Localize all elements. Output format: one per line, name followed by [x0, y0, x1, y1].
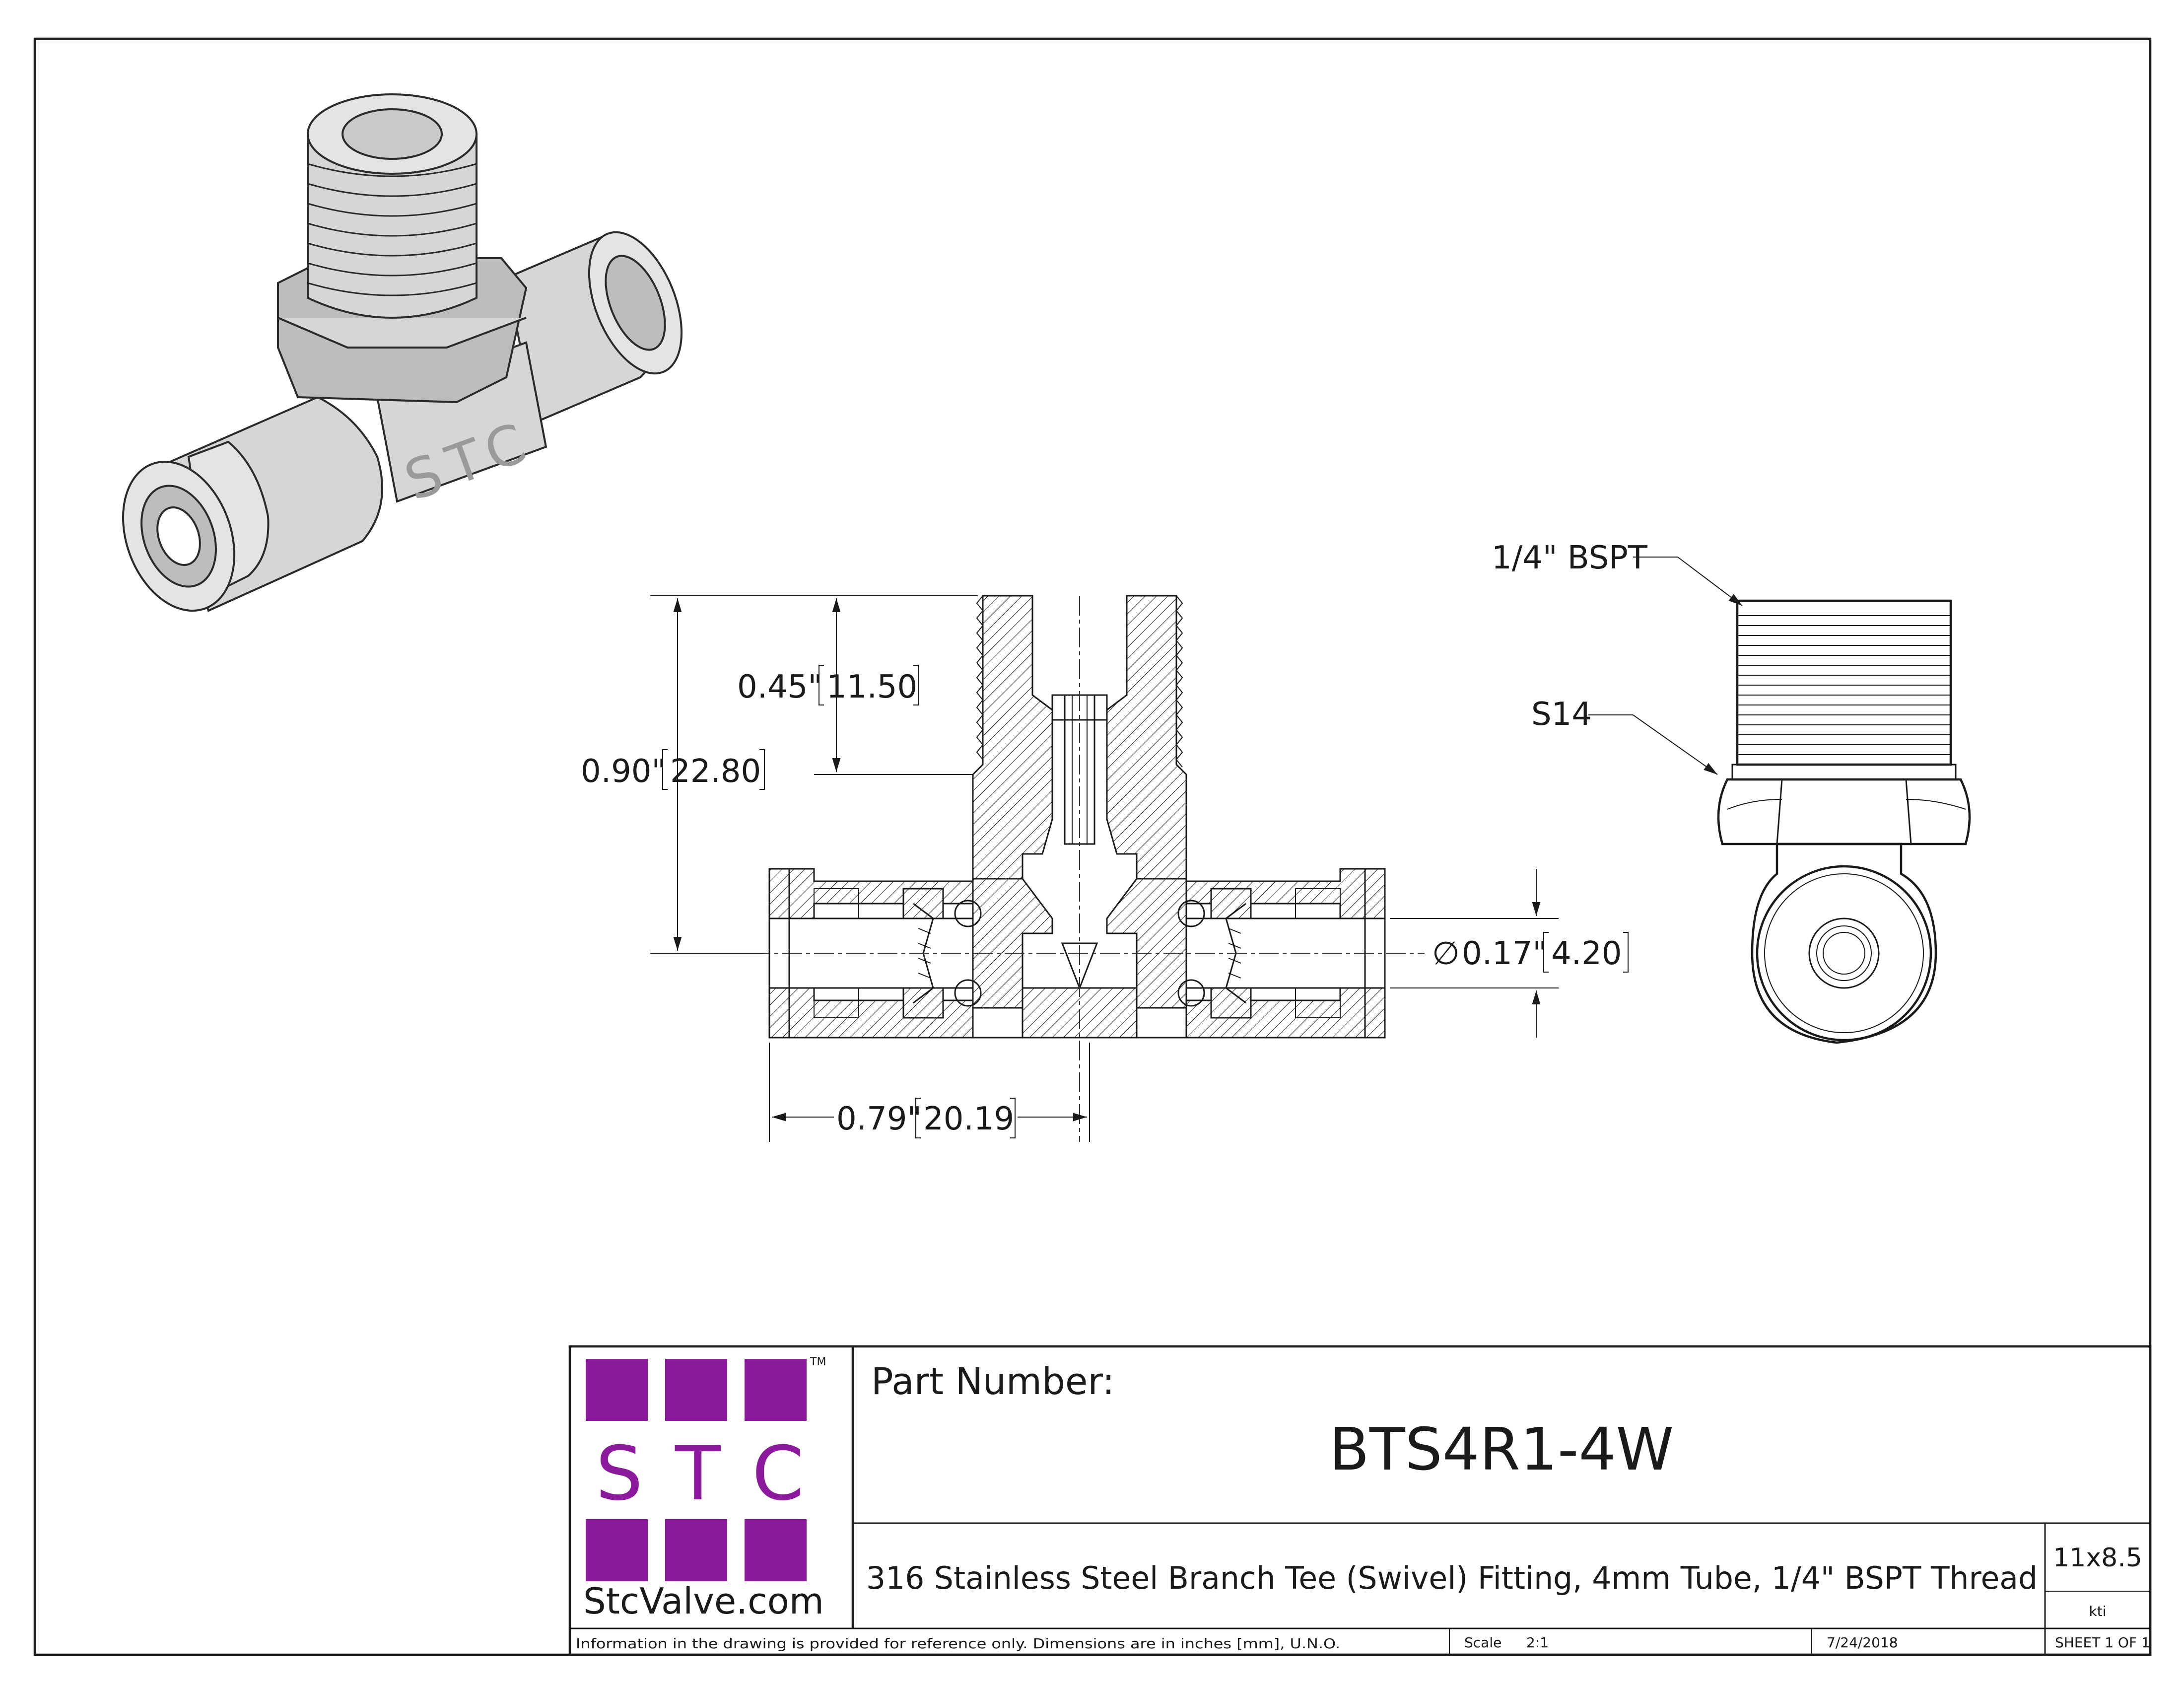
logo: S T C TM StcValve.com — [583, 1356, 826, 1622]
part-description: 316 Stainless Steel Branch Tee (Swivel) … — [866, 1560, 2038, 1596]
isometric-view: STC — [122, 93, 683, 612]
part-number-label: Part Number: — [871, 1360, 1115, 1403]
logo-square — [745, 1359, 807, 1421]
logo-square — [745, 1519, 807, 1581]
dim-thread-depth-mm: 11.50 — [826, 669, 917, 705]
scale-label: Scale — [1464, 1634, 1502, 1651]
logo-square — [665, 1519, 727, 1581]
logo-letter-c: C — [752, 1431, 804, 1517]
logo-square — [586, 1359, 648, 1421]
logo-website: StcValve.com — [583, 1580, 824, 1622]
logo-tm: TM — [810, 1356, 826, 1368]
dim-half-length-in: 0.79" — [836, 1101, 922, 1137]
drawing-date: 7/24/2018 — [1827, 1634, 1898, 1651]
logo-square — [665, 1359, 727, 1421]
part-number: BTS4R1-4W — [1329, 1415, 1674, 1483]
side-callout-thread: 1/4" BSPT — [1492, 540, 1648, 576]
thread-lines — [307, 163, 477, 296]
title-block: S T C TM StcValve.com Part Number: BTS4R… — [568, 1345, 2152, 1656]
dim-bore-dia-symbol: ∅ — [1432, 935, 1460, 972]
logo-letter-t: T — [675, 1431, 721, 1517]
side-callout-hex: S14 — [1531, 696, 1592, 733]
section-dimensions: 0.45" 11.50 0.90" 22.80 ∅ 0.17" 4.20 0.7… — [581, 595, 1629, 1142]
dim-overall-height-in: 0.90" — [581, 753, 666, 790]
disclaimer-note: Information in the drawing is provided f… — [576, 1635, 1340, 1652]
dim-bore-dia-in: 0.17" — [1462, 935, 1547, 972]
drawn-by: kti — [2089, 1603, 2107, 1619]
dim-thread-depth-in: 0.45" — [737, 669, 822, 705]
scale-value: 2:1 — [1526, 1634, 1549, 1651]
logo-square — [586, 1519, 648, 1581]
section-view — [655, 595, 1425, 1142]
dim-bore-dia-mm: 4.20 — [1551, 935, 1622, 972]
logo-letter-s: S — [596, 1431, 643, 1517]
sheet-size: 11x8.5 — [2053, 1543, 2142, 1573]
sheet-number: SHEET 1 OF 1 — [2055, 1634, 2150, 1651]
dim-half-length-mm: 20.19 — [923, 1101, 1014, 1137]
dim-overall-height-mm: 22.80 — [670, 753, 761, 790]
side-view: 1/4" BSPT S14 — [1492, 540, 1971, 1044]
